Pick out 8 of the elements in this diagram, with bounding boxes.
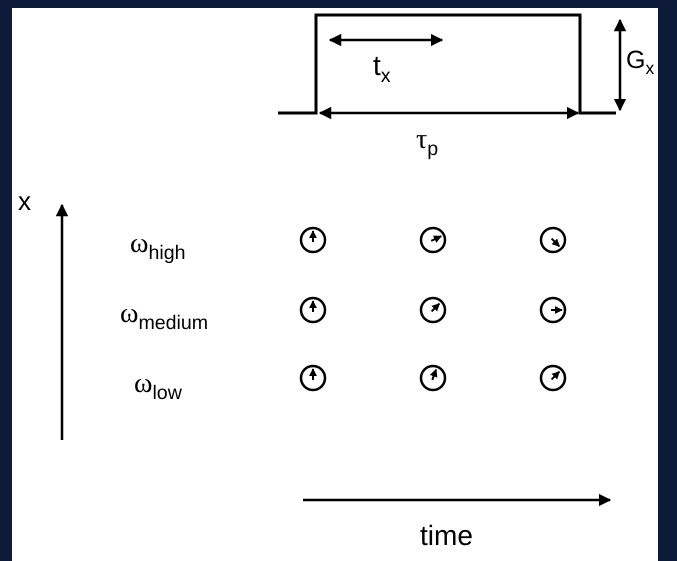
axis-label: time (420, 522, 473, 550)
frequency-label: ω$_{medium}$ (120, 300, 208, 334)
frequency-label: ω$_{high}$ (130, 230, 186, 264)
amplitude-label: G$_{x}$ (626, 48, 654, 78)
duration-label: t$_{x}$ (373, 52, 391, 86)
axis-label: x (18, 188, 31, 214)
duration-label: τ$_{p}$ (416, 126, 438, 160)
frequency-label: ω$_{low}$ (134, 370, 182, 404)
